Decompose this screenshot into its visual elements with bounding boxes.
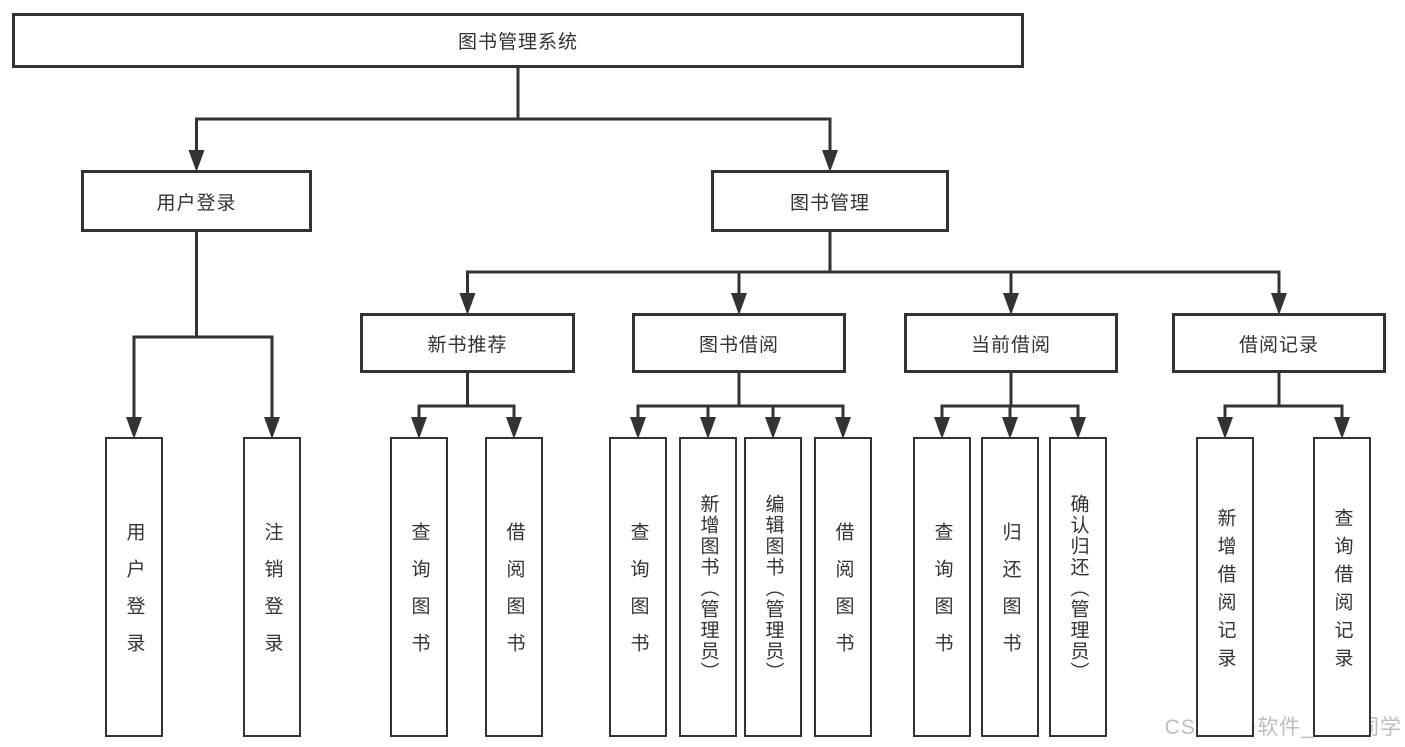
node-label: 用户登录 xyxy=(156,192,237,214)
node-label: 归还图书 xyxy=(999,522,1021,670)
arrowhead-icon xyxy=(506,417,522,439)
node-label: 查询借阅记录 xyxy=(1331,507,1353,676)
node-v-query-book-2: 查询图书 xyxy=(609,437,667,737)
arrowhead-icon xyxy=(459,293,476,315)
arrowhead-icon xyxy=(264,417,280,439)
node-current-borrow: 当前借阅 xyxy=(904,313,1118,373)
node-label: 图书借阅 xyxy=(698,334,779,356)
node-label: 借阅记录 xyxy=(1238,334,1319,356)
node-borrow-records: 借阅记录 xyxy=(1172,313,1386,373)
node-label: 查询图书 xyxy=(931,522,953,670)
node-user-login: 用户登录 xyxy=(81,170,312,232)
arrowhead-icon xyxy=(1002,417,1018,439)
node-label: 编辑图书（管理员） xyxy=(762,493,784,683)
node-v-logout: 注销登录 xyxy=(243,437,301,737)
arrowhead-icon xyxy=(835,417,851,439)
arrowhead-icon xyxy=(1217,417,1233,439)
node-root: 图书管理系统 xyxy=(12,13,1024,68)
node-label: 注销登录 xyxy=(261,522,283,670)
node-book-mgmt: 图书管理 xyxy=(711,170,949,232)
node-v-query-borrow-record: 查询借阅记录 xyxy=(1313,437,1371,737)
node-label: 查询图书 xyxy=(627,522,649,670)
node-v-return-book: 归还图书 xyxy=(981,437,1039,737)
arrowhead-icon xyxy=(934,417,950,439)
arrowhead-icon xyxy=(822,150,838,172)
arrowhead-icon xyxy=(765,417,781,439)
node-v-query-book-1: 查询图书 xyxy=(390,437,448,737)
arrowhead-icon xyxy=(1070,417,1086,439)
arrowhead-icon xyxy=(630,417,646,439)
node-label: 确认归还（管理员） xyxy=(1067,493,1089,683)
arrowhead-icon xyxy=(188,150,205,172)
arrowhead-icon xyxy=(1271,293,1287,315)
arrowhead-icon xyxy=(126,417,142,439)
node-v-borrow-book-2: 借阅图书 xyxy=(814,437,872,737)
arrowhead-icon xyxy=(1003,293,1019,315)
node-v-user-login: 用户登录 xyxy=(105,437,163,737)
node-v-add-book: 新增图书（管理员） xyxy=(679,437,737,737)
arrowhead-icon xyxy=(1334,417,1350,439)
node-label: 用户登录 xyxy=(123,522,145,670)
node-label: 当前借阅 xyxy=(970,334,1051,356)
node-label: 图书管理系统 xyxy=(457,32,578,53)
node-label: 新增图书（管理员） xyxy=(697,493,719,683)
node-label: 借阅图书 xyxy=(503,522,525,670)
node-label: 新增借阅记录 xyxy=(1214,507,1236,676)
node-book-borrow: 图书借阅 xyxy=(632,313,846,373)
arrowhead-icon xyxy=(731,293,747,315)
arrowhead-icon xyxy=(411,417,427,439)
node-v-add-borrow-record: 新增借阅记录 xyxy=(1196,437,1254,737)
node-label: 图书管理 xyxy=(789,192,870,214)
node-v-borrow-book-1: 借阅图书 xyxy=(485,437,543,737)
node-v-query-book-3: 查询图书 xyxy=(913,437,971,737)
node-label: 借阅图书 xyxy=(832,522,854,670)
node-label: 查询图书 xyxy=(408,522,430,670)
node-new-book-rec: 新书推荐 xyxy=(360,313,575,373)
arrowhead-icon xyxy=(700,417,716,439)
node-v-confirm-return: 确认归还（管理员） xyxy=(1049,437,1107,737)
node-label: 新书推荐 xyxy=(427,334,508,356)
node-v-edit-book: 编辑图书（管理员） xyxy=(744,437,802,737)
